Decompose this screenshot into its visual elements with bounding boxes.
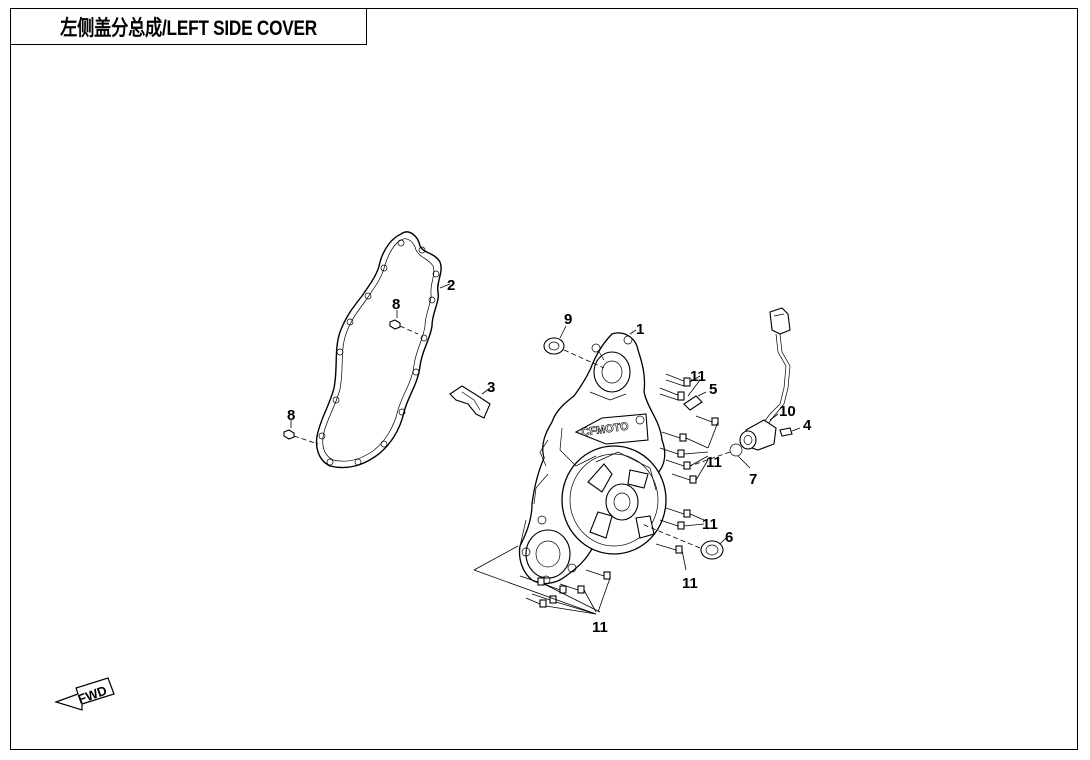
sensor-assembly-part [689,307,801,469]
callout-7: 7 [749,471,757,488]
clip-part [683,391,707,411]
plug-part [641,523,727,560]
callout-6: 6 [725,529,733,546]
callout-5: 5 [709,381,717,398]
callout-1: 1 [636,321,644,338]
callout-labels: 1 2 3 4 5 6 7 8 8 9 10 11 11 11 11 11 [287,277,812,636]
callout-11-right: 11 [702,516,718,533]
callout-11-top: 11 [690,368,706,385]
leader-lines [439,283,719,615]
callout-11-bottom: 11 [592,619,608,636]
dowel-pin-upper [389,310,419,335]
callout-4: 4 [803,417,812,434]
callout-8-lower: 8 [287,407,295,424]
callout-8-upper: 8 [392,296,400,313]
dowel-pin-lower [283,420,319,445]
callout-9: 9 [564,311,572,328]
title-box: 左侧盖分总成/LEFT SIDE COVER [10,8,367,45]
gasket-part [315,231,442,469]
callout-11-bottom-right: 11 [682,575,698,592]
callout-10: 10 [779,403,796,420]
page-title: 左侧盖分总成/LEFT SIDE COVER [60,16,317,40]
callout-3: 3 [487,379,495,396]
drawing-frame [10,8,1078,750]
oil-seal-part [543,325,605,369]
bracket-part [449,385,491,419]
left-side-cover-part: CFMOTO [518,332,667,585]
callout-11-mid: 11 [706,454,722,471]
fwd-arrow-icon: FWD [54,677,115,711]
callout-2: 2 [447,277,455,294]
